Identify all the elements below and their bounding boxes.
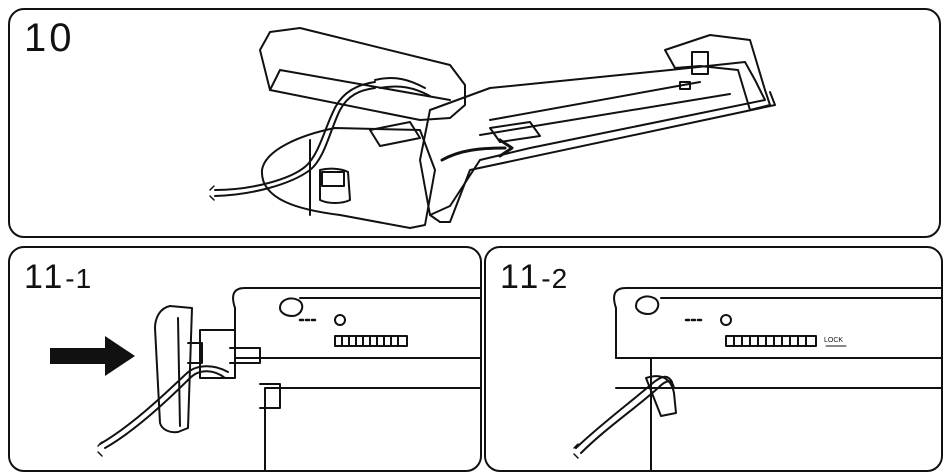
step-number-10: 10	[24, 16, 75, 60]
camera-connection-illustration	[50, 287, 480, 470]
step-number-11-2: 11-2	[500, 258, 569, 296]
power-cable	[580, 380, 675, 454]
battery-cover	[259, 27, 466, 121]
dc-coupler-plug	[154, 305, 193, 434]
insert-arrow	[440, 146, 507, 162]
step-11-1-panel: 11-1	[8, 246, 482, 472]
tray-end-wall	[664, 34, 771, 111]
dc-coupler-cover	[615, 357, 652, 389]
command-dial	[725, 335, 817, 347]
grip-tray	[419, 61, 766, 216]
camera-body	[232, 287, 480, 470]
lock-label: LOCK	[824, 337, 843, 344]
insert-arrow	[50, 336, 135, 376]
camera-body	[613, 287, 941, 470]
power-cable	[104, 370, 226, 449]
battery-grip-illustration	[209, 27, 776, 229]
step-number-11-1: 11-1	[24, 258, 93, 296]
step-10-panel: 10	[8, 8, 941, 238]
step-11-2-panel: 11-2 LOCK	[484, 246, 943, 472]
camera-locked-illustration: LOCK	[573, 287, 941, 470]
power-cable	[214, 87, 376, 197]
